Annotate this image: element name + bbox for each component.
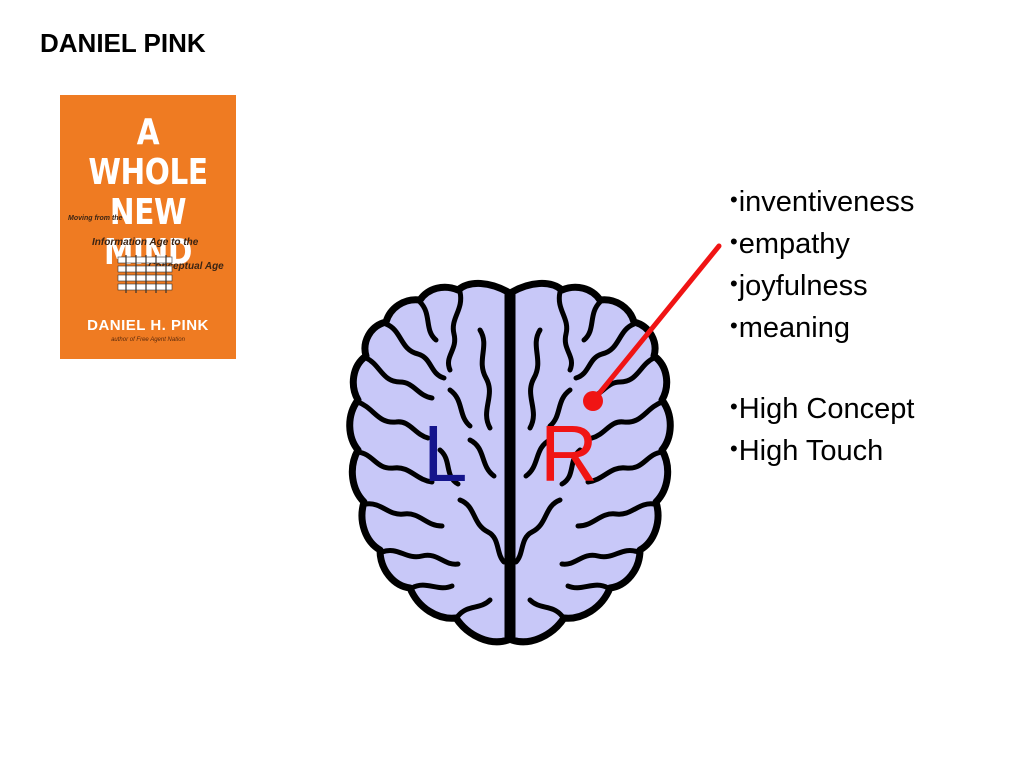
trait-label: High Concept — [738, 393, 915, 425]
book-cover-image: A WHOLE NEW MIND Moving from the Informa… — [60, 95, 236, 359]
book-subtitle-line-3: Conceptual Age — [148, 261, 224, 272]
left-hemisphere-label: L — [423, 409, 468, 498]
book-subtitle-line-1: Moving from the — [68, 215, 123, 222]
traits-list: •inventiveness •empathy •joyfulness •mea… — [730, 180, 914, 471]
trait-item: •High Concept — [730, 393, 915, 425]
book-subtitle: Moving from the Information Age to the C… — [68, 201, 232, 285]
trait-label: High Touch — [738, 435, 884, 467]
brain-drawing — [346, 280, 674, 646]
slide-title: DANIEL PINK — [40, 28, 206, 58]
pointer-dot — [583, 391, 603, 411]
trait-label: meaning — [738, 312, 850, 344]
pointer-line — [590, 243, 722, 404]
book-title: A WHOLE NEW MIND — [88, 112, 208, 273]
trait-item: •meaning — [730, 312, 850, 344]
right-hemisphere-label: R — [540, 409, 598, 498]
book-author: DANIEL H. PINK — [87, 317, 209, 334]
trait-item: •empathy — [730, 228, 850, 260]
trait-item: •High Touch — [730, 435, 884, 467]
trait-label: joyfulness — [738, 270, 868, 302]
trait-label: empathy — [738, 228, 850, 260]
book-tagline: author of Free Agent Nation — [111, 337, 185, 343]
brain-folds — [355, 289, 665, 619]
book-cover-graphic — [117, 255, 173, 293]
trait-item: •inventiveness — [730, 186, 915, 218]
list-spacer — [730, 348, 914, 387]
brain-illustration — [340, 270, 680, 660]
trait-label: inventiveness — [738, 186, 915, 218]
book-subtitle-line-2: Information Age to the — [92, 237, 199, 248]
trait-item: •joyfulness — [730, 270, 868, 302]
